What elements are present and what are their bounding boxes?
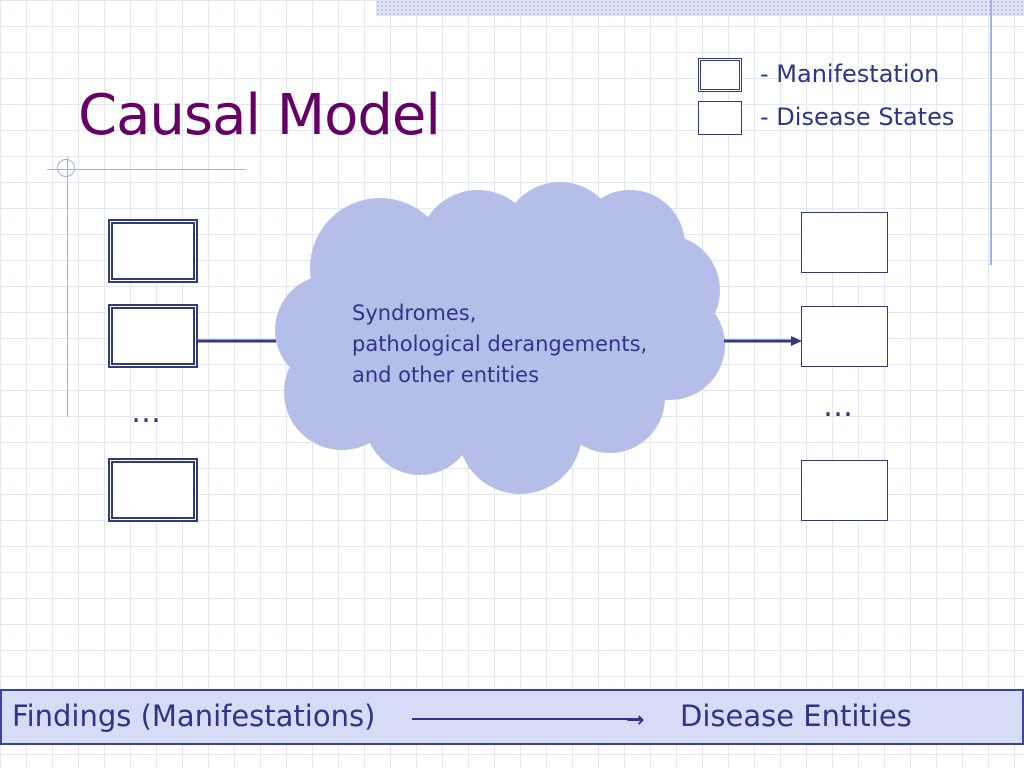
- manifestation-box: [108, 458, 198, 522]
- legend-disease-states-swatch: [698, 101, 742, 135]
- arrowhead-right: [791, 336, 802, 346]
- manifestation-box: [108, 304, 198, 368]
- disease-state-box: [801, 460, 888, 521]
- slide-title: Causal Model: [78, 83, 441, 148]
- crosshair-icon: [57, 159, 75, 177]
- cloud-label-line: Syndromes,: [352, 301, 477, 325]
- footer-arrow-line: [412, 718, 640, 720]
- decorative-vertical-rule-left: [67, 157, 68, 417]
- header-stipple-band: [376, 0, 1024, 16]
- cloud-shape: [275, 182, 725, 494]
- ellipsis-right: …: [823, 389, 854, 424]
- ellipsis-left: …: [131, 395, 162, 430]
- cloud-label-line: pathological derangements,: [352, 332, 648, 356]
- cloud-label-line: and other entities: [352, 363, 540, 387]
- cloud-label: Syndromes, pathological derangements, an…: [352, 298, 647, 391]
- decorative-horizontal-rule: [47, 169, 246, 170]
- legend-manifestation-label: - Manifestation: [760, 60, 940, 88]
- footer-findings-label: Findings (Manifestations): [12, 699, 376, 733]
- decorative-vertical-rule-right: [990, 0, 992, 265]
- footer-bar: Findings (Manifestations) → Disease Enti…: [0, 689, 1024, 745]
- legend-disease-states-label: - Disease States: [760, 103, 955, 131]
- disease-state-box: [801, 212, 888, 273]
- cloud-core: [320, 230, 680, 450]
- disease-state-box: [801, 306, 888, 367]
- footer-disease-entities-label: Disease Entities: [680, 699, 912, 733]
- legend-manifestation-swatch: [698, 58, 742, 92]
- arrow-right-icon: →: [626, 708, 645, 733]
- manifestation-box: [108, 219, 198, 283]
